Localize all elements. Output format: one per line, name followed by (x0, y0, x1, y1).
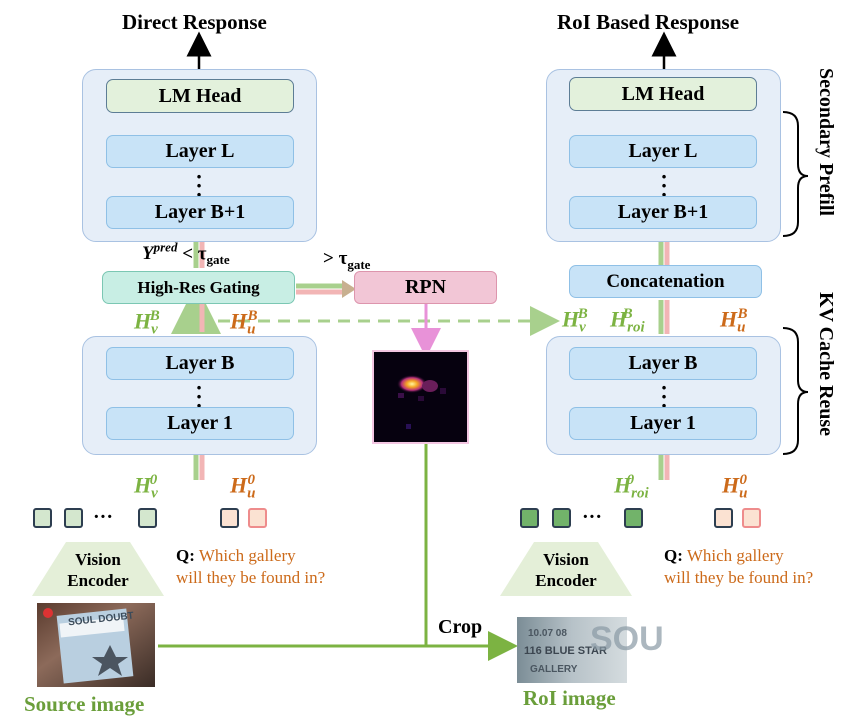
left-vision-encoder-shape (32, 542, 164, 596)
left-lm-head: LM Head (106, 79, 294, 113)
secondary-prefill-label: Secondary Prefill (815, 68, 837, 216)
right-layer-1: Layer 1 (569, 407, 757, 440)
left-vision-token (64, 508, 83, 528)
svg-text:GALLERY: GALLERY (530, 664, 578, 675)
right-upper-vertical-dots: ··· (660, 164, 668, 207)
right-roi-token (624, 508, 643, 528)
high-res-gating: High-Res Gating (102, 271, 295, 304)
left-question: Q: Which gallery will they be found in? (176, 546, 326, 587)
crop-label: Crop (438, 616, 483, 638)
right-hu-0-label: Hu0 (722, 472, 748, 502)
kv-cache-reuse-label: KV Cache Reuse (815, 292, 837, 437)
left-upper-vertical-dots: ··· (195, 164, 203, 207)
left-hv-b-label: HvB (134, 308, 160, 338)
right-layer-b: Layer B (569, 347, 757, 380)
attention-heatmap (372, 350, 469, 444)
right-question: Q: Which gallery will they be found in? (664, 546, 814, 587)
roi-image-caption: RoI image (523, 686, 616, 710)
right-layer-l: Layer L (569, 135, 757, 168)
left-title: Direct Response (122, 10, 267, 34)
svg-text:10.07 08: 10.07 08 (528, 628, 567, 639)
right-layer-b-plus-1: Layer B+1 (569, 196, 757, 229)
svg-text:116 BLUE STAR: 116 BLUE STAR (524, 645, 607, 657)
right-lower-vertical-dots: ··· (660, 375, 668, 418)
roi-image: 10.07 08 116 BLUE STAR GALLERY SOU (517, 617, 664, 683)
concatenation-box: Concatenation (569, 265, 762, 298)
source-image-caption: Source image (24, 692, 145, 716)
kv-cache-reuse-brace (782, 327, 809, 455)
right-query-token (742, 508, 761, 528)
right-title: RoI Based Response (557, 10, 740, 34)
left-lower-vertical-dots: ··· (195, 375, 203, 418)
right-hroi-b-label: HroiB (610, 306, 645, 336)
right-token-ellipsis: ··· (582, 506, 603, 528)
right-roi-token (552, 508, 571, 528)
right-hroi-0-label: Hroi0 (614, 472, 649, 502)
left-layer-b: Layer B (106, 347, 294, 380)
gate-condition-greater: > τgate (323, 248, 371, 272)
right-hv-b-label: HvB (562, 306, 588, 336)
right-lm-head: LM Head (569, 77, 757, 111)
right-roi-token (520, 508, 539, 528)
left-vision-token (33, 508, 52, 528)
left-hv-0-label: Hv0 (134, 472, 158, 502)
source-image (37, 603, 155, 687)
left-token-ellipsis: ··· (93, 506, 114, 528)
rpn-box: RPN (354, 271, 497, 304)
left-layer-1: Layer 1 (106, 407, 294, 440)
left-layer-b-plus-1: Layer B+1 (106, 196, 294, 229)
gate-condition-less: Ypred < τgate (142, 240, 230, 268)
right-vision-encoder-shape (500, 542, 632, 596)
left-layer-l: Layer L (106, 135, 294, 168)
right-hu-b-label: HuB (720, 306, 748, 336)
svg-text:SOU: SOU (590, 620, 664, 658)
right-query-token (714, 508, 733, 528)
left-hu-0-label: Hu0 (230, 472, 256, 502)
left-vision-token (138, 508, 157, 528)
left-hu-b-label: HuB (230, 308, 258, 338)
left-query-token (220, 508, 239, 528)
left-query-token (248, 508, 267, 528)
secondary-prefill-brace (782, 111, 809, 237)
